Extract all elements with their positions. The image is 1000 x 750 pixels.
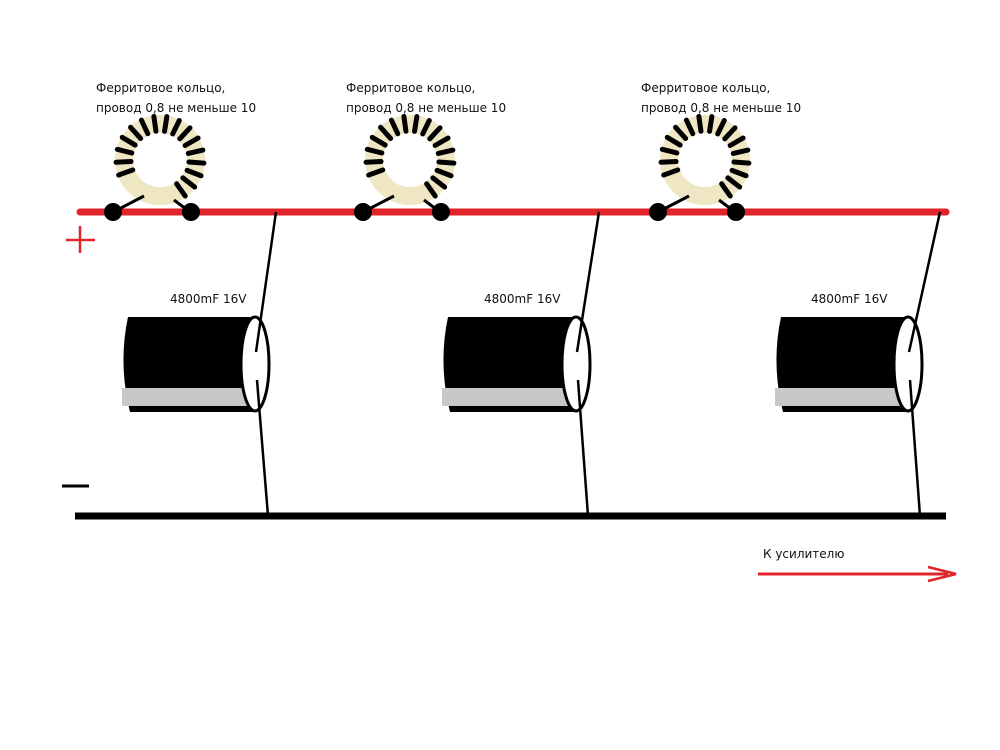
winding-turn [174, 181, 188, 199]
winding-turn [162, 114, 170, 134]
winding-turn [114, 146, 135, 156]
solder-node [649, 203, 667, 221]
winding-turn [401, 113, 409, 134]
capacitor-label: 4800mF 16V [170, 292, 247, 306]
winding-turn [170, 117, 182, 137]
winding-turn [138, 117, 151, 137]
winding-turn [388, 117, 401, 137]
choke-label-line2: провод 0,8 не меньше 10 [346, 101, 506, 115]
winding-turn [725, 175, 743, 190]
capacitor-stripe [775, 388, 902, 406]
capacitor: 4800mF 16V [775, 211, 942, 517]
solder-node [182, 203, 200, 221]
capacitor-lead-positive [575, 211, 601, 353]
winding-turn [661, 167, 681, 178]
winding-turn [427, 125, 443, 142]
winding-turn [151, 113, 159, 134]
winding-turn [128, 124, 144, 141]
winding-turn [696, 113, 704, 134]
winding-turn [184, 167, 204, 179]
winding-turn [719, 181, 733, 199]
winding-turn [369, 134, 388, 148]
winding-turn [430, 175, 448, 190]
winding-turn [412, 114, 420, 134]
winding-turn [434, 167, 454, 179]
capacitor-end [560, 315, 592, 413]
capacitor-end [892, 315, 924, 413]
winding-turn [729, 167, 749, 179]
winding-turn [730, 147, 751, 156]
winding-turn [658, 159, 679, 165]
capacitor: 4800mF 16V [122, 211, 278, 517]
winding-turn [116, 167, 136, 178]
winding-turn [673, 124, 689, 141]
winding-turn [113, 159, 134, 165]
winding-turn [707, 114, 715, 134]
capacitor-label: 4800mF 16V [484, 292, 561, 306]
output-label: К усилителю [763, 547, 844, 561]
winding-turn [180, 175, 198, 190]
winding-turn [182, 135, 201, 148]
capacitor-stripe [442, 388, 570, 406]
winding-turn [366, 167, 386, 178]
winding-turn [715, 117, 727, 137]
winding-turn [185, 147, 206, 156]
winding-turn [186, 159, 207, 166]
capacitor-lead-positive [907, 211, 942, 353]
ferrite-choke: Ферритовое кольцо, провод 0,8 не меньше 1… [96, 81, 256, 221]
solder-node [727, 203, 745, 221]
solder-node [432, 203, 450, 221]
winding-turn [659, 146, 680, 156]
ferrite-choke: Ферритовое кольцо, провод 0,8 не меньше 1… [346, 81, 506, 221]
capacitor-lead-negative [908, 379, 922, 517]
winding-turn [722, 125, 738, 142]
choke-label-line2: провод 0,8 не меньше 10 [96, 101, 256, 115]
choke-label-line1: Ферритовое кольцо, [346, 81, 475, 95]
winding-turn [177, 125, 193, 142]
choke-label-line1: Ферритовое кольцо, [641, 81, 770, 95]
solder-node [354, 203, 372, 221]
winding-turn [731, 159, 752, 166]
winding-turn [664, 134, 683, 148]
capacitor-lead-positive [254, 211, 278, 353]
capacitor-label: 4800mF 16V [811, 292, 888, 306]
capacitor-lead-negative [576, 379, 590, 517]
solder-node [104, 203, 122, 221]
capacitor-stripe [122, 388, 249, 406]
winding-turn [119, 134, 138, 148]
capacitor-lead-negative [255, 379, 270, 517]
winding-turn [424, 181, 438, 199]
output-arrow [758, 565, 957, 583]
winding-turn [378, 124, 394, 141]
winding-turn [420, 117, 432, 137]
winding-turn [727, 135, 746, 148]
plus-sign [66, 226, 95, 253]
winding-turn [436, 159, 457, 166]
choke-label-line2: провод 0,8 не меньше 10 [641, 101, 801, 115]
capacitor: 4800mF 16V [442, 211, 601, 517]
winding-turn [364, 146, 385, 156]
ferrite-choke: Ферритовое кольцо, провод 0,8 не меньше 1… [641, 81, 801, 221]
choke-label-line1: Ферритовое кольцо, [96, 81, 225, 95]
capacitor-end [239, 315, 271, 413]
winding-turn [363, 159, 384, 165]
winding-turn [432, 135, 451, 148]
winding-turn [683, 117, 696, 137]
winding-turn [435, 147, 456, 156]
